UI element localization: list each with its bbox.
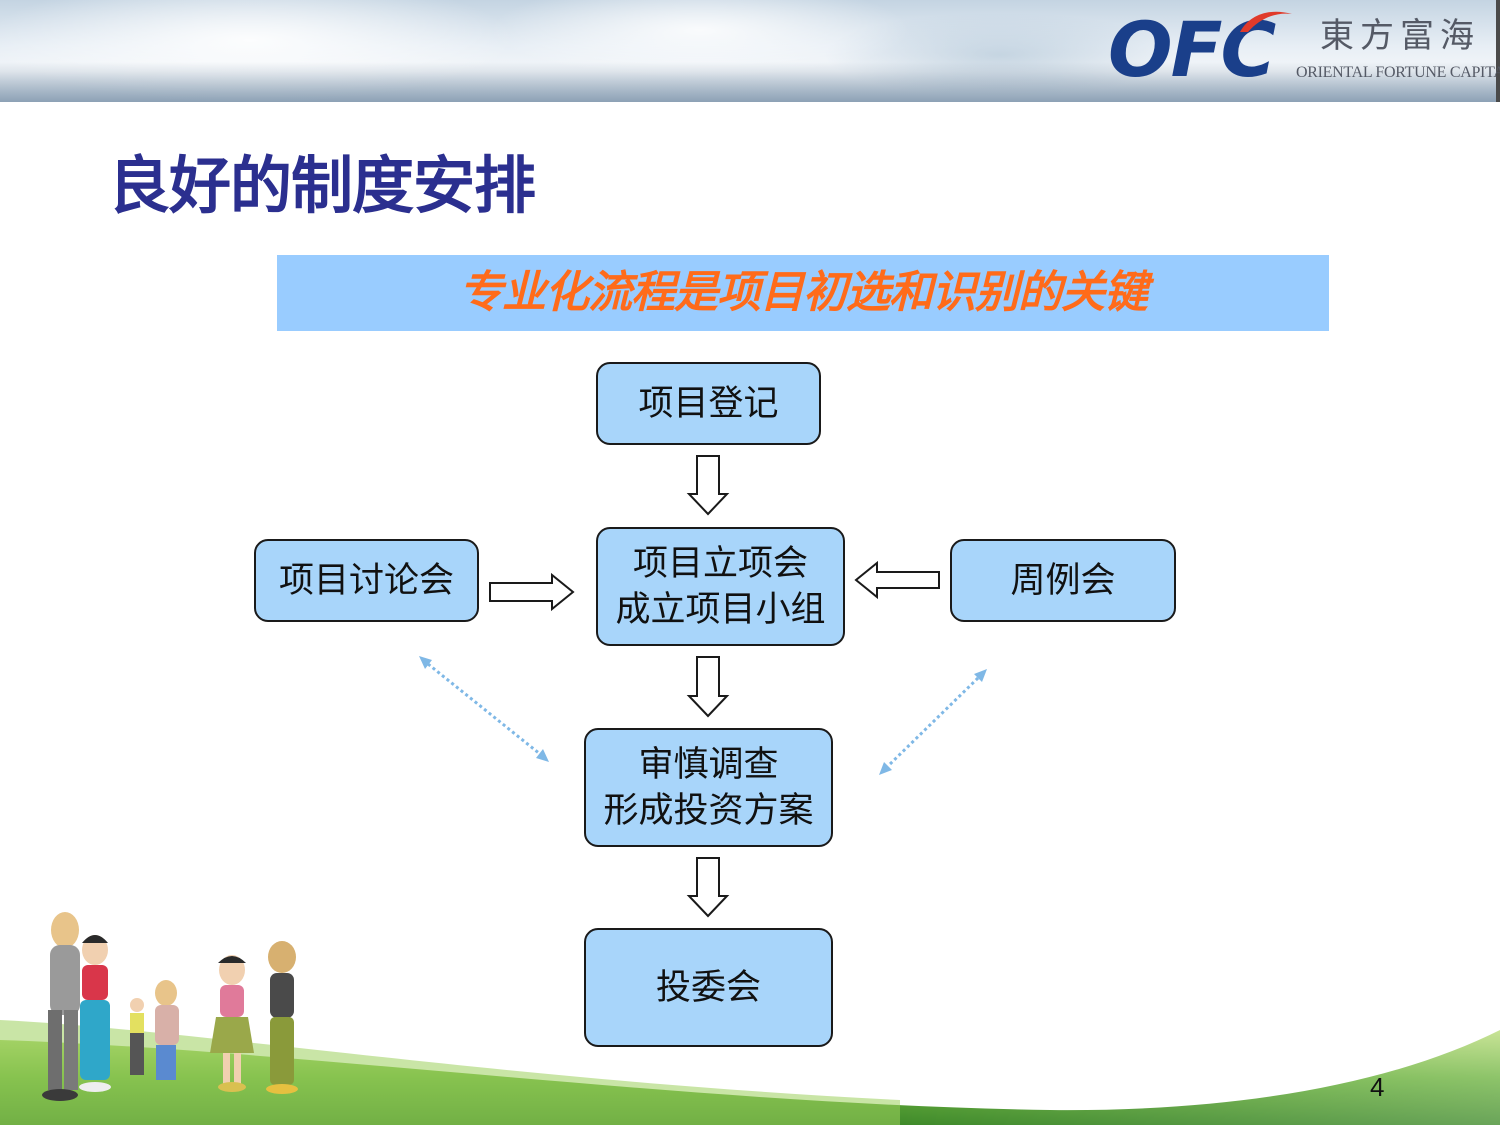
people-illustration: [42, 912, 298, 1101]
dotted-arrow-right-head-bottom: [879, 762, 892, 775]
subtitle-bar: 专业化流程是项目初选和识别的关键: [277, 255, 1329, 331]
node-label: 项目登记: [638, 383, 779, 424]
dotted-arrow-right: [886, 676, 980, 768]
node-label: 投委会: [655, 967, 761, 1008]
node-project-setup: 项目立项会 成立项目小组: [596, 527, 845, 646]
banner-mountains: [0, 62, 1500, 102]
subtitle-text: 专业化流程是项目初选和识别的关键: [459, 267, 1148, 318]
node-project-discussion: 项目讨论会: [254, 539, 479, 622]
slide-title: 良好的制度安排: [108, 149, 536, 222]
node-label-line1: 审慎调查: [638, 744, 779, 785]
logo-english-name: ORIENTAL FORTUNE CAPITAL: [1296, 64, 1500, 81]
dotted-arrow-right-head-top: [974, 669, 987, 682]
company-logo: OFC 東方富海 ORIENTAL FORTUNE CAPITAL: [1108, 4, 1500, 96]
banner-edge: [1496, 0, 1500, 102]
logo-swoosh-icon: [1240, 11, 1292, 32]
dotted-arrow-left: [427, 662, 541, 756]
logo-chinese-name: 東方富海: [1320, 16, 1480, 56]
node-label: 周例会: [1010, 560, 1116, 601]
node-label-line2: 形成投资方案: [603, 790, 814, 831]
arrow-left-weekly-to-setup: [854, 560, 940, 600]
node-label: 项目讨论会: [278, 560, 454, 601]
header-banner: OFC 東方富海 ORIENTAL FORTUNE CAPITAL: [0, 0, 1500, 102]
arrow-right-discussion-to-setup: [489, 572, 575, 612]
page-number: 4: [1370, 1072, 1385, 1102]
node-label-line1: 项目立项会: [632, 543, 808, 584]
arrow-down-diligence-to-committee: [686, 857, 730, 918]
dotted-arrow-left-head-bottom: [536, 749, 549, 762]
node-project-registration: 项目登记: [596, 362, 821, 445]
arrow-down-registration-to-setup: [686, 455, 730, 516]
dotted-arrow-left-head-top: [419, 656, 432, 669]
node-due-diligence: 审慎调查 形成投资方案: [584, 728, 833, 847]
arrow-down-setup-to-diligence: [686, 656, 730, 718]
node-label-line2: 成立项目小组: [615, 589, 826, 630]
node-weekly-meeting: 周例会: [950, 539, 1176, 622]
